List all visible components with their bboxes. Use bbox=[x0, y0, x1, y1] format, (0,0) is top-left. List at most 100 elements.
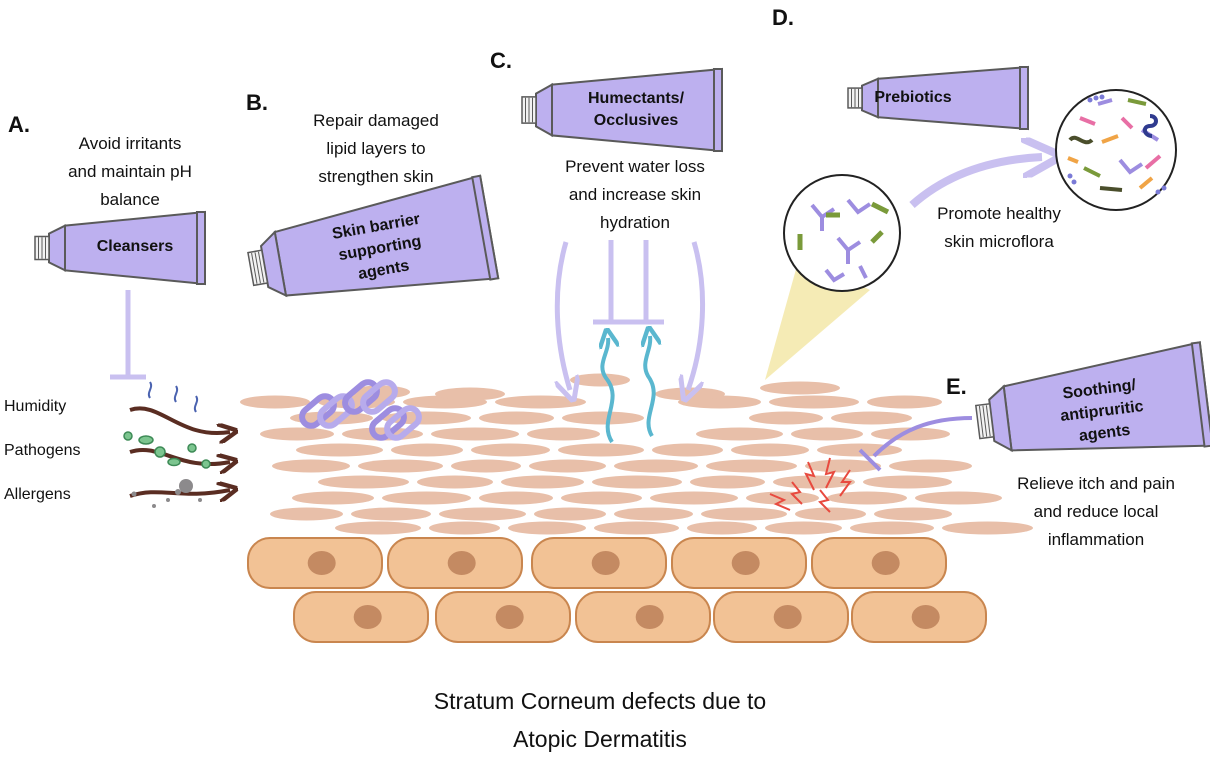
corneocyte bbox=[292, 491, 374, 505]
hydration-arrows bbox=[557, 240, 706, 390]
corneocyte bbox=[431, 427, 519, 441]
corneocyte bbox=[769, 395, 859, 409]
corneocyte bbox=[296, 443, 383, 457]
corneocyte bbox=[690, 475, 765, 489]
skin-barrier-tube bbox=[247, 174, 500, 298]
allergen-particles-icon bbox=[131, 479, 202, 508]
corneocyte bbox=[594, 521, 679, 535]
corneocyte bbox=[382, 491, 471, 505]
panel-d-letter: D. bbox=[772, 5, 794, 30]
water-loss-arrows bbox=[602, 336, 653, 444]
epidermal-cell bbox=[531, 537, 667, 589]
stressor-allergens: Allergens bbox=[4, 486, 71, 503]
corneocyte bbox=[335, 521, 421, 535]
healthy-microflora-icon bbox=[1055, 89, 1177, 211]
epidermal-cell bbox=[671, 537, 807, 589]
corneocyte bbox=[749, 411, 823, 425]
corneocyte bbox=[290, 411, 373, 425]
stratum-corneum-layer bbox=[240, 373, 1033, 535]
figure-caption: Stratum Corneum defects due to Atopic De… bbox=[433, 688, 767, 752]
lipid-chain-icon bbox=[299, 379, 422, 441]
corneocyte bbox=[795, 507, 866, 521]
corneocyte bbox=[495, 395, 586, 409]
corneocyte bbox=[760, 381, 840, 395]
corneocyte bbox=[351, 507, 431, 521]
panel-b-description: Repair damaged lipid layers to strengthe… bbox=[313, 111, 439, 186]
cleansers-tube bbox=[34, 210, 206, 286]
corneocyte bbox=[687, 521, 757, 535]
corneocyte bbox=[874, 507, 952, 521]
corneocyte bbox=[358, 459, 443, 473]
corneocyte bbox=[614, 459, 698, 473]
corneocyte bbox=[260, 427, 334, 441]
corneocyte bbox=[435, 387, 505, 401]
corneocyte bbox=[558, 443, 644, 457]
panel-a-letter: A. bbox=[8, 112, 30, 137]
stressor-humidity: Humidity bbox=[4, 398, 67, 415]
corneocyte bbox=[391, 443, 463, 457]
epidermal-cell bbox=[293, 591, 429, 643]
epidermal-cell bbox=[811, 537, 947, 589]
humectants-tube bbox=[521, 67, 723, 153]
epidermal-cell bbox=[575, 591, 711, 643]
humectants-occlusives-label: Humectants/ Occlusives bbox=[587, 90, 685, 129]
pathogen-particles-icon bbox=[123, 431, 211, 469]
epidermal-cell bbox=[247, 537, 383, 589]
epidermal-cell bbox=[713, 591, 849, 643]
corneocyte bbox=[817, 443, 902, 457]
soothing-inhibit-line bbox=[858, 416, 973, 472]
itch-spark-icon bbox=[769, 457, 852, 513]
panel-a-description: Avoid irritants and maintain pH balance bbox=[68, 134, 192, 209]
corneocyte bbox=[889, 459, 972, 473]
epidermal-cell bbox=[435, 591, 571, 643]
microflora-arrow bbox=[909, 157, 1042, 208]
corneocyte bbox=[471, 443, 550, 457]
corneocyte bbox=[451, 459, 521, 473]
panel-e-description: Relieve itch and pain and reduce local i… bbox=[1017, 474, 1175, 549]
panel-e-letter: E. bbox=[946, 374, 967, 399]
corneocyte bbox=[831, 411, 912, 425]
panel-c-description: Prevent water loss and increase skin hyd… bbox=[565, 157, 705, 232]
corneocyte bbox=[272, 459, 350, 473]
corneocyte bbox=[731, 443, 809, 457]
corneocyte bbox=[867, 395, 942, 409]
corneocyte bbox=[791, 427, 863, 441]
corneocyte bbox=[240, 395, 310, 409]
corneocyte bbox=[318, 475, 409, 489]
corneocyte bbox=[942, 521, 1033, 535]
corneocyte bbox=[805, 459, 881, 473]
sparse-microflora-icon bbox=[783, 174, 901, 292]
corneocyte bbox=[429, 521, 500, 535]
soothing-tube bbox=[974, 341, 1210, 453]
prebiotics-tube bbox=[847, 65, 1029, 131]
corneocyte bbox=[439, 507, 526, 521]
corneocyte bbox=[871, 427, 950, 441]
corneocyte bbox=[652, 443, 723, 457]
stressor-arrows bbox=[129, 406, 230, 496]
corneocyte bbox=[534, 507, 606, 521]
corneocyte bbox=[696, 427, 783, 441]
corneocyte bbox=[915, 491, 1002, 505]
cleanser-inhibit-line bbox=[110, 290, 146, 380]
corneocyte bbox=[270, 507, 343, 521]
corneocyte bbox=[706, 459, 797, 473]
corneocyte bbox=[479, 491, 553, 505]
corneocyte bbox=[529, 459, 606, 473]
corneocyte bbox=[527, 427, 600, 441]
stressor-pathogens: Pathogens bbox=[4, 442, 81, 459]
corneocyte bbox=[614, 507, 693, 521]
corneocyte bbox=[827, 491, 907, 505]
epidermal-cell bbox=[387, 537, 523, 589]
corneocyte bbox=[746, 491, 819, 505]
panel-d-description: Promote healthy skin microflora bbox=[937, 204, 1061, 251]
epidermal-cell bbox=[851, 591, 987, 643]
corneocyte bbox=[592, 475, 682, 489]
panel-b-letter: B. bbox=[246, 90, 268, 115]
corneocyte bbox=[417, 475, 493, 489]
corneocyte bbox=[479, 411, 554, 425]
corneocyte bbox=[863, 475, 952, 489]
panel-c-letter: C. bbox=[490, 48, 512, 73]
corneocyte bbox=[650, 491, 738, 505]
epidermal-cell-layer bbox=[247, 537, 987, 643]
tube-group bbox=[34, 65, 1210, 453]
